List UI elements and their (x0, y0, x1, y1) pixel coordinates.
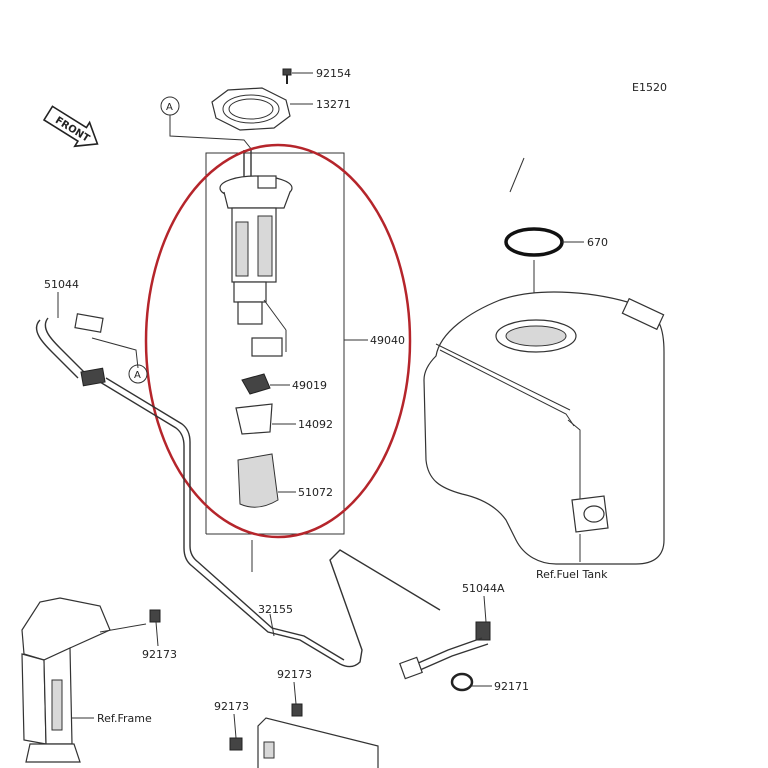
hose-51044a[interactable]: 51044A (399, 582, 505, 680)
front-arrow-icon: FRONT (42, 105, 99, 148)
clamp-92171[interactable]: 92171 (450, 672, 529, 693)
fuel-line-32155[interactable]: 32155 (99, 377, 441, 668)
part-number-14092: 14092 (298, 418, 333, 431)
clamp-92173-left[interactable]: 92173 (142, 609, 177, 661)
part-number-92173-left: 92173 (142, 648, 177, 661)
o-ring-670[interactable]: 670 (504, 157, 608, 310)
fuel-pump-assembly-49040[interactable] (219, 148, 293, 357)
hose-51044[interactable]: 51044 A (35, 278, 148, 387)
fuel-tank: Ref.Fuel Tank (423, 291, 665, 581)
ref-frame-label: Ref.Frame (97, 712, 152, 725)
part-number-92154: 92154 (316, 67, 351, 80)
bolt-92154[interactable]: 92154 (282, 67, 351, 84)
bottom-bracket (257, 717, 379, 768)
part-number-32155: 32155 (258, 603, 293, 616)
part-number-51044a: 51044A (462, 582, 505, 595)
part-number-670: 670 (587, 236, 608, 249)
part-number-51072: 51072 (298, 486, 333, 499)
highlight-ellipse (144, 143, 412, 539)
strainer-49019[interactable]: 49019 (241, 373, 327, 395)
ref-marker-a-top: A (160, 96, 253, 151)
part-number-13271: 13271 (316, 98, 351, 111)
clamp-92173-middle[interactable]: 92173 (277, 668, 312, 717)
frame: Ref.Frame (21, 597, 152, 763)
part-number-92173-bottom: 92173 (214, 700, 249, 713)
clamp-92173-bottom[interactable]: 92173 (214, 700, 249, 751)
holder-14092[interactable]: 14092 (235, 403, 333, 435)
cover-51072[interactable]: 51072 (237, 453, 333, 508)
part-number-49040: 49040 (370, 334, 405, 347)
ref-marker-label: A (166, 102, 173, 113)
diagram-id: E1520 (632, 81, 667, 94)
part-number-92171: 92171 (494, 680, 529, 693)
ref-fuel-tank-label: Ref.Fuel Tank (536, 568, 608, 581)
ref-marker-a-bottom: A (134, 370, 141, 381)
part-number-49019: 49019 (292, 379, 327, 392)
part-number-92173-middle: 92173 (277, 668, 312, 681)
gasket-plate-13271[interactable]: 13271 (211, 87, 351, 131)
part-number-51044: 51044 (44, 278, 79, 291)
